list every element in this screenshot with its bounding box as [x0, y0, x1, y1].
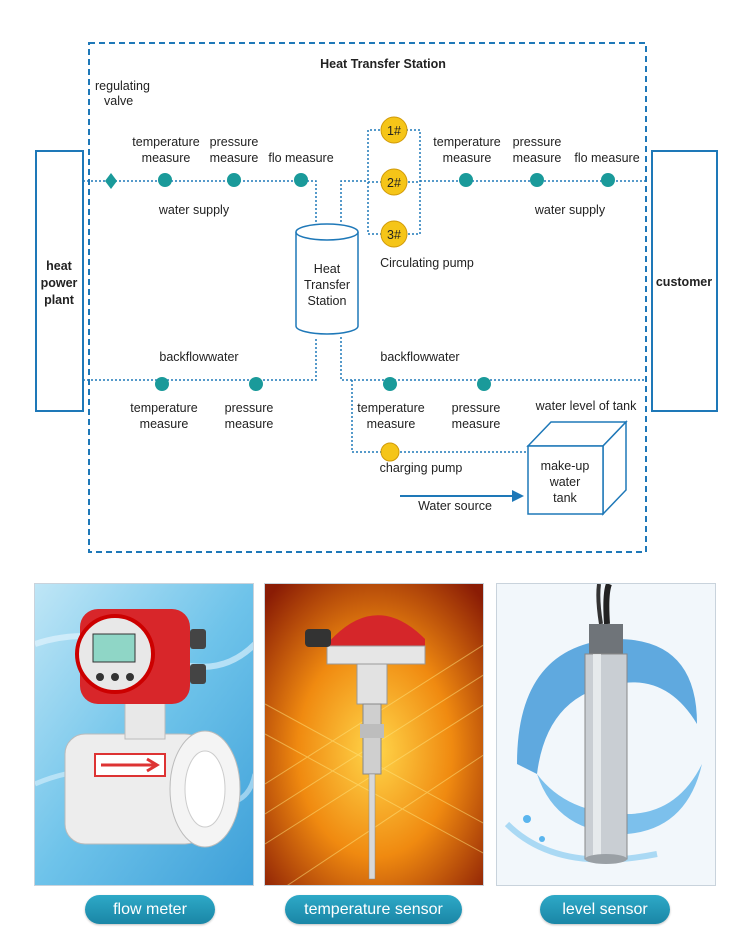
- heat-power-plant-box: [35, 150, 84, 412]
- pump-1-icon: 1#: [380, 116, 408, 144]
- svg-text:3#: 3#: [387, 228, 401, 242]
- station-boundary: [88, 42, 647, 553]
- svg-text:2#: 2#: [387, 176, 401, 190]
- diagram-title: Heat Transfer Station: [320, 57, 446, 71]
- circulating-pump-label: Circulating pump: [380, 256, 474, 270]
- charging-pump-icon: [380, 442, 400, 462]
- backflow-left-label: backflowwater: [159, 350, 238, 364]
- tr-supply-label: water supply: [534, 203, 606, 217]
- regulating-valve-icon: [105, 173, 117, 189]
- water-source-label: Water source: [418, 499, 492, 513]
- level-sensor-image: [497, 584, 715, 885]
- customer-label: customer: [656, 275, 712, 289]
- temperature-sensor-image: [265, 584, 483, 885]
- backflow-right-label: backflowwater: [380, 350, 459, 364]
- tl-supply-label: water supply: [158, 203, 230, 217]
- flow-meter-photo: [34, 583, 254, 886]
- pump-2-icon: 2#: [380, 168, 408, 196]
- level-sensor-photo: [496, 583, 716, 886]
- svg-text:1#: 1#: [387, 124, 401, 138]
- level-sensor-caption-text: level sensor: [562, 900, 648, 918]
- flow-meter-image: [35, 584, 253, 885]
- temperature-sensor-caption: temperature sensor: [285, 895, 462, 924]
- water-level-label: water level of tank: [535, 399, 637, 413]
- temperature-sensor-caption-text: temperature sensor: [304, 900, 443, 918]
- station-cylinder-icon: [295, 223, 359, 335]
- pump-3-icon: 3#: [380, 220, 408, 248]
- temperature-sensor-photo: [264, 583, 484, 886]
- tr-flow-label: flo measure: [574, 151, 639, 165]
- flow-meter-caption-text: flow meter: [113, 900, 187, 918]
- charging-pump-label: charging pump: [380, 461, 463, 475]
- level-sensor-caption: level sensor: [540, 895, 670, 924]
- water-tank-icon: [526, 420, 628, 516]
- water-source-arrow-icon: [400, 490, 524, 502]
- customer-box: [651, 150, 718, 412]
- tl-flow-label: flo measure: [268, 151, 333, 165]
- flow-meter-caption: flow meter: [85, 895, 215, 924]
